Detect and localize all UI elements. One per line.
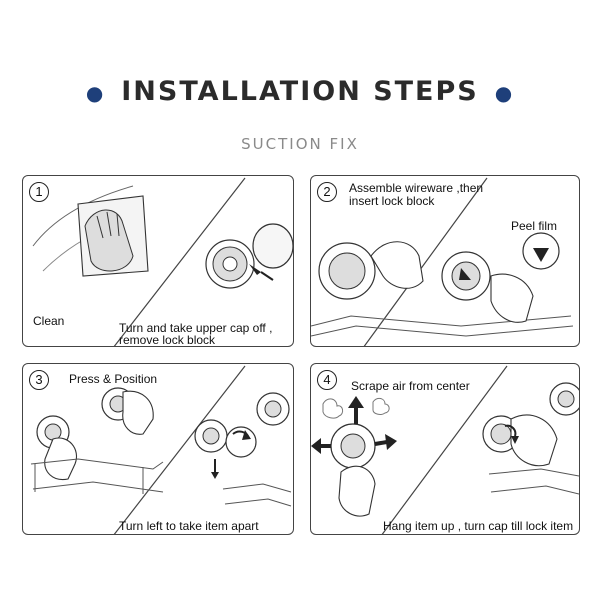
step-4-panel: 4 Scrape air from center Hang item up , … xyxy=(310,363,580,535)
step-1-number: 1 xyxy=(29,182,49,202)
step-4-top-label: Scrape air from center xyxy=(351,379,470,393)
title-bullet-left: ● xyxy=(85,80,106,105)
step-2-number: 2 xyxy=(317,182,337,202)
step-3-illustration xyxy=(30,365,292,534)
step-1-panel: 1 Clean Turn and take upper cap off , re… xyxy=(22,175,294,347)
step-3-panel: 3 Press & Position Turn left to take ite… xyxy=(22,363,294,535)
step-3-top-label: Press & Position xyxy=(69,372,158,386)
step-1-left-label: Clean xyxy=(33,314,65,328)
step-2-top-label-line1: Assemble wireware ,then xyxy=(349,181,484,195)
step-4-bottom-label: Hang item up , turn cap till lock item xyxy=(383,519,574,533)
title-text: INSTALLATION STEPS xyxy=(121,76,479,107)
page-subtitle: SUCTION FIX xyxy=(241,135,359,153)
step-2-panel: 2 Assemble wireware ,then insert lock bl… xyxy=(310,175,580,347)
step-1-illustration xyxy=(32,177,293,346)
step-2-top-label-line2: insert lock block xyxy=(349,194,435,208)
step-2-side-label: Peel film xyxy=(511,219,558,233)
step-4-illustration xyxy=(311,365,579,534)
step-3-bottom-label: Turn left to take item apart xyxy=(119,519,259,533)
step-4-number: 4 xyxy=(317,370,337,390)
step-1-right-label-line2: remove lock block xyxy=(119,333,216,347)
step-3-number: 3 xyxy=(29,370,49,390)
step-1-right-label-line1: Turn and take upper cap off , xyxy=(119,321,273,335)
title-bullet-right: ● xyxy=(494,80,515,105)
step-2-illustration xyxy=(311,177,574,346)
page-title: ● INSTALLATION STEPS ● xyxy=(0,76,600,107)
